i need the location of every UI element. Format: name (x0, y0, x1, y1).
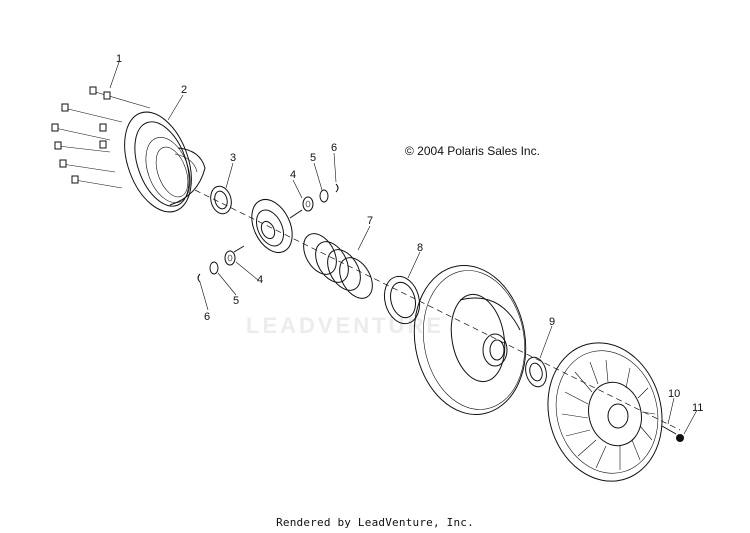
spider-hub[interactable] (233, 193, 303, 259)
callout-5-lower: 5 (233, 295, 239, 307)
callout-3: 3 (230, 152, 236, 164)
movable-sheave[interactable] (533, 330, 677, 494)
callout-6-upper: 6 (331, 142, 337, 154)
callout-1: 1 (116, 53, 122, 65)
callout-8: 8 (417, 242, 423, 254)
copyright-notice: © 2004 Polaris Sales Inc. (405, 144, 540, 158)
stationary-sheave[interactable] (403, 257, 537, 424)
center-axis (194, 189, 681, 431)
part-10-pin[interactable] (661, 425, 677, 435)
callout-4-lower: 4 (257, 274, 263, 286)
part-11-nut[interactable] (676, 434, 684, 442)
callout-11: 11 (692, 402, 703, 414)
callout-10: 10 (668, 388, 680, 400)
part-5-washer-upper[interactable] (319, 189, 329, 203)
part-4-bearing-upper[interactable] (302, 196, 314, 212)
part-7-spring[interactable] (297, 228, 379, 304)
callout-2: 2 (181, 84, 187, 96)
leader-lines (109, 61, 698, 435)
callout-4-upper: 4 (290, 169, 296, 181)
footer-credit: Rendered by LeadVenture, Inc. (276, 516, 474, 529)
callout-7: 7 (367, 215, 373, 227)
part-6-clip-upper[interactable] (335, 183, 339, 193)
callout-5-upper: 5 (310, 152, 316, 164)
part-3-ring[interactable] (208, 184, 235, 216)
part-1-bolts[interactable] (51, 86, 151, 189)
part-8-ring[interactable] (379, 272, 424, 327)
part-9-washer[interactable] (522, 355, 549, 389)
part-6-clip-lower[interactable] (197, 273, 201, 283)
part-4-bearing-lower[interactable] (224, 250, 236, 266)
part-2-cover[interactable] (112, 103, 206, 221)
callout-6-lower: 6 (204, 311, 210, 323)
part-5-washer-lower[interactable] (209, 261, 219, 275)
callout-9: 9 (549, 316, 555, 328)
